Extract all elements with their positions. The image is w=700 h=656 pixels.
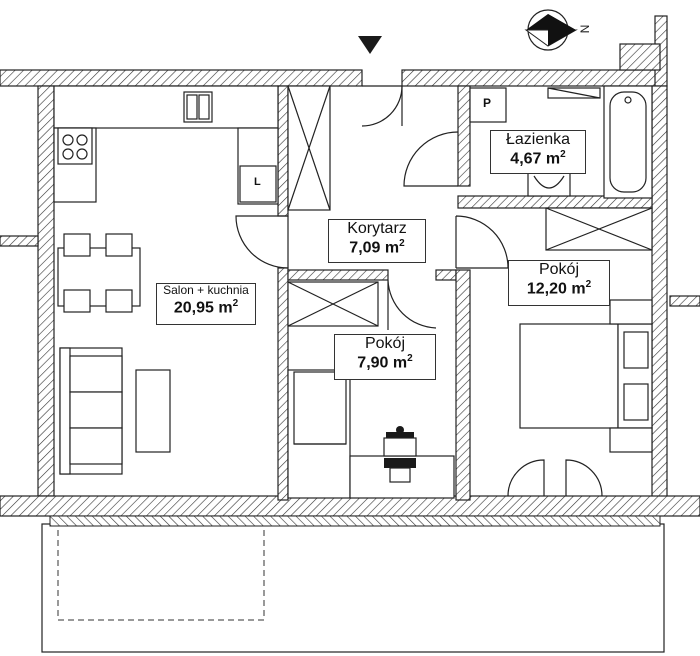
- wardrobes: [287, 85, 653, 327]
- room-label-korytarz: Korytarz 7,09 m2: [328, 219, 426, 263]
- kitchen: [53, 85, 279, 205]
- sofa: [59, 347, 171, 475]
- room-label-pokoj-small: Pokój 7,90 m2: [334, 334, 436, 380]
- bathroom-fixtures: [469, 85, 653, 199]
- compass-icon: [524, 9, 578, 51]
- fridge-label: L: [254, 176, 261, 188]
- doors: [235, 85, 603, 497]
- bed: [519, 299, 653, 453]
- dining-set: [57, 233, 141, 313]
- room-label-pokoj-large: Pokój 12,20 m2: [508, 260, 610, 306]
- small-room-furniture: [287, 369, 455, 499]
- boiler-label: P: [483, 96, 492, 110]
- compass-letter: N: [577, 24, 592, 34]
- room-label-lazienka: Łazienka 4,67 m2: [490, 130, 586, 174]
- room-label-salon: Salon + kuchnia 20,95 m2: [156, 283, 256, 325]
- entrance-arrow: [358, 36, 382, 54]
- walls: [0, 15, 700, 527]
- balcony: [41, 523, 665, 653]
